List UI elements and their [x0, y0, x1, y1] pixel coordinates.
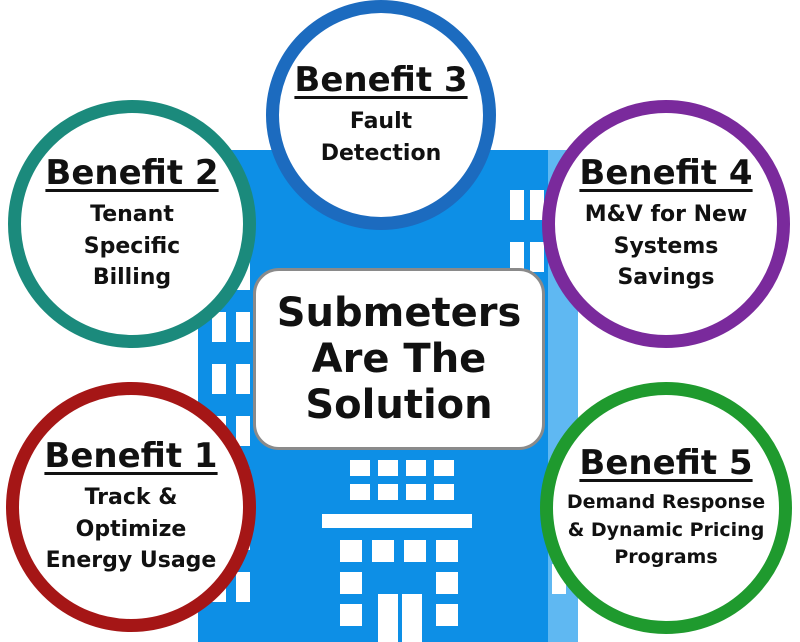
benefit-3-title: Benefit 3	[294, 59, 468, 100]
benefit-4-line-3: Savings	[617, 265, 715, 291]
benefit-2-line-2: Specific	[83, 233, 181, 259]
benefit-5-circle: Benefit 5 Demand Response & Dynamic Pric…	[540, 382, 792, 634]
benefit-1-line-3: Energy Usage	[45, 548, 217, 574]
benefit-5-line-3: Programs	[614, 546, 718, 569]
benefit-4-circle: Benefit 4 M&V for New Systems Savings	[542, 100, 790, 348]
benefit-5-title: Benefit 5	[579, 443, 753, 484]
entrance-ledge	[322, 514, 472, 528]
entrance-door-split	[398, 594, 402, 642]
benefit-2-title: Benefit 2	[45, 152, 219, 193]
benefit-4-title: Benefit 4	[579, 152, 753, 193]
benefit-5-line-2: & Dynamic Pricing	[567, 518, 765, 541]
center-line-3: Solution	[305, 382, 493, 428]
benefit-3-line-2: Detection	[320, 140, 442, 166]
benefit-4-line-1: M&V for New	[584, 201, 748, 227]
benefit-1-circle: Benefit 1 Track & Optimize Energy Usage	[6, 382, 256, 632]
benefit-1-title: Benefit 1	[44, 435, 218, 476]
entrance-windows	[340, 460, 458, 626]
benefit-1-line-2: Optimize	[75, 516, 187, 542]
benefit-2-line-3: Billing	[92, 265, 172, 291]
center-message-box: Submeters Are The Solution	[253, 268, 545, 450]
benefit-3-line-1: Fault	[349, 108, 413, 134]
benefit-3-circle: Benefit 3 Fault Detection	[266, 0, 496, 230]
benefit-5-line-1: Demand Response	[566, 491, 766, 514]
benefit-1-line-1: Track &	[84, 484, 178, 510]
center-line-1: Submeters	[276, 290, 522, 336]
center-line-2: Are The	[311, 336, 487, 382]
benefit-4-line-2: Systems	[613, 233, 719, 259]
benefit-2-line-1: Tenant	[90, 201, 174, 227]
benefit-2-circle: Benefit 2 Tenant Specific Billing	[8, 100, 256, 348]
